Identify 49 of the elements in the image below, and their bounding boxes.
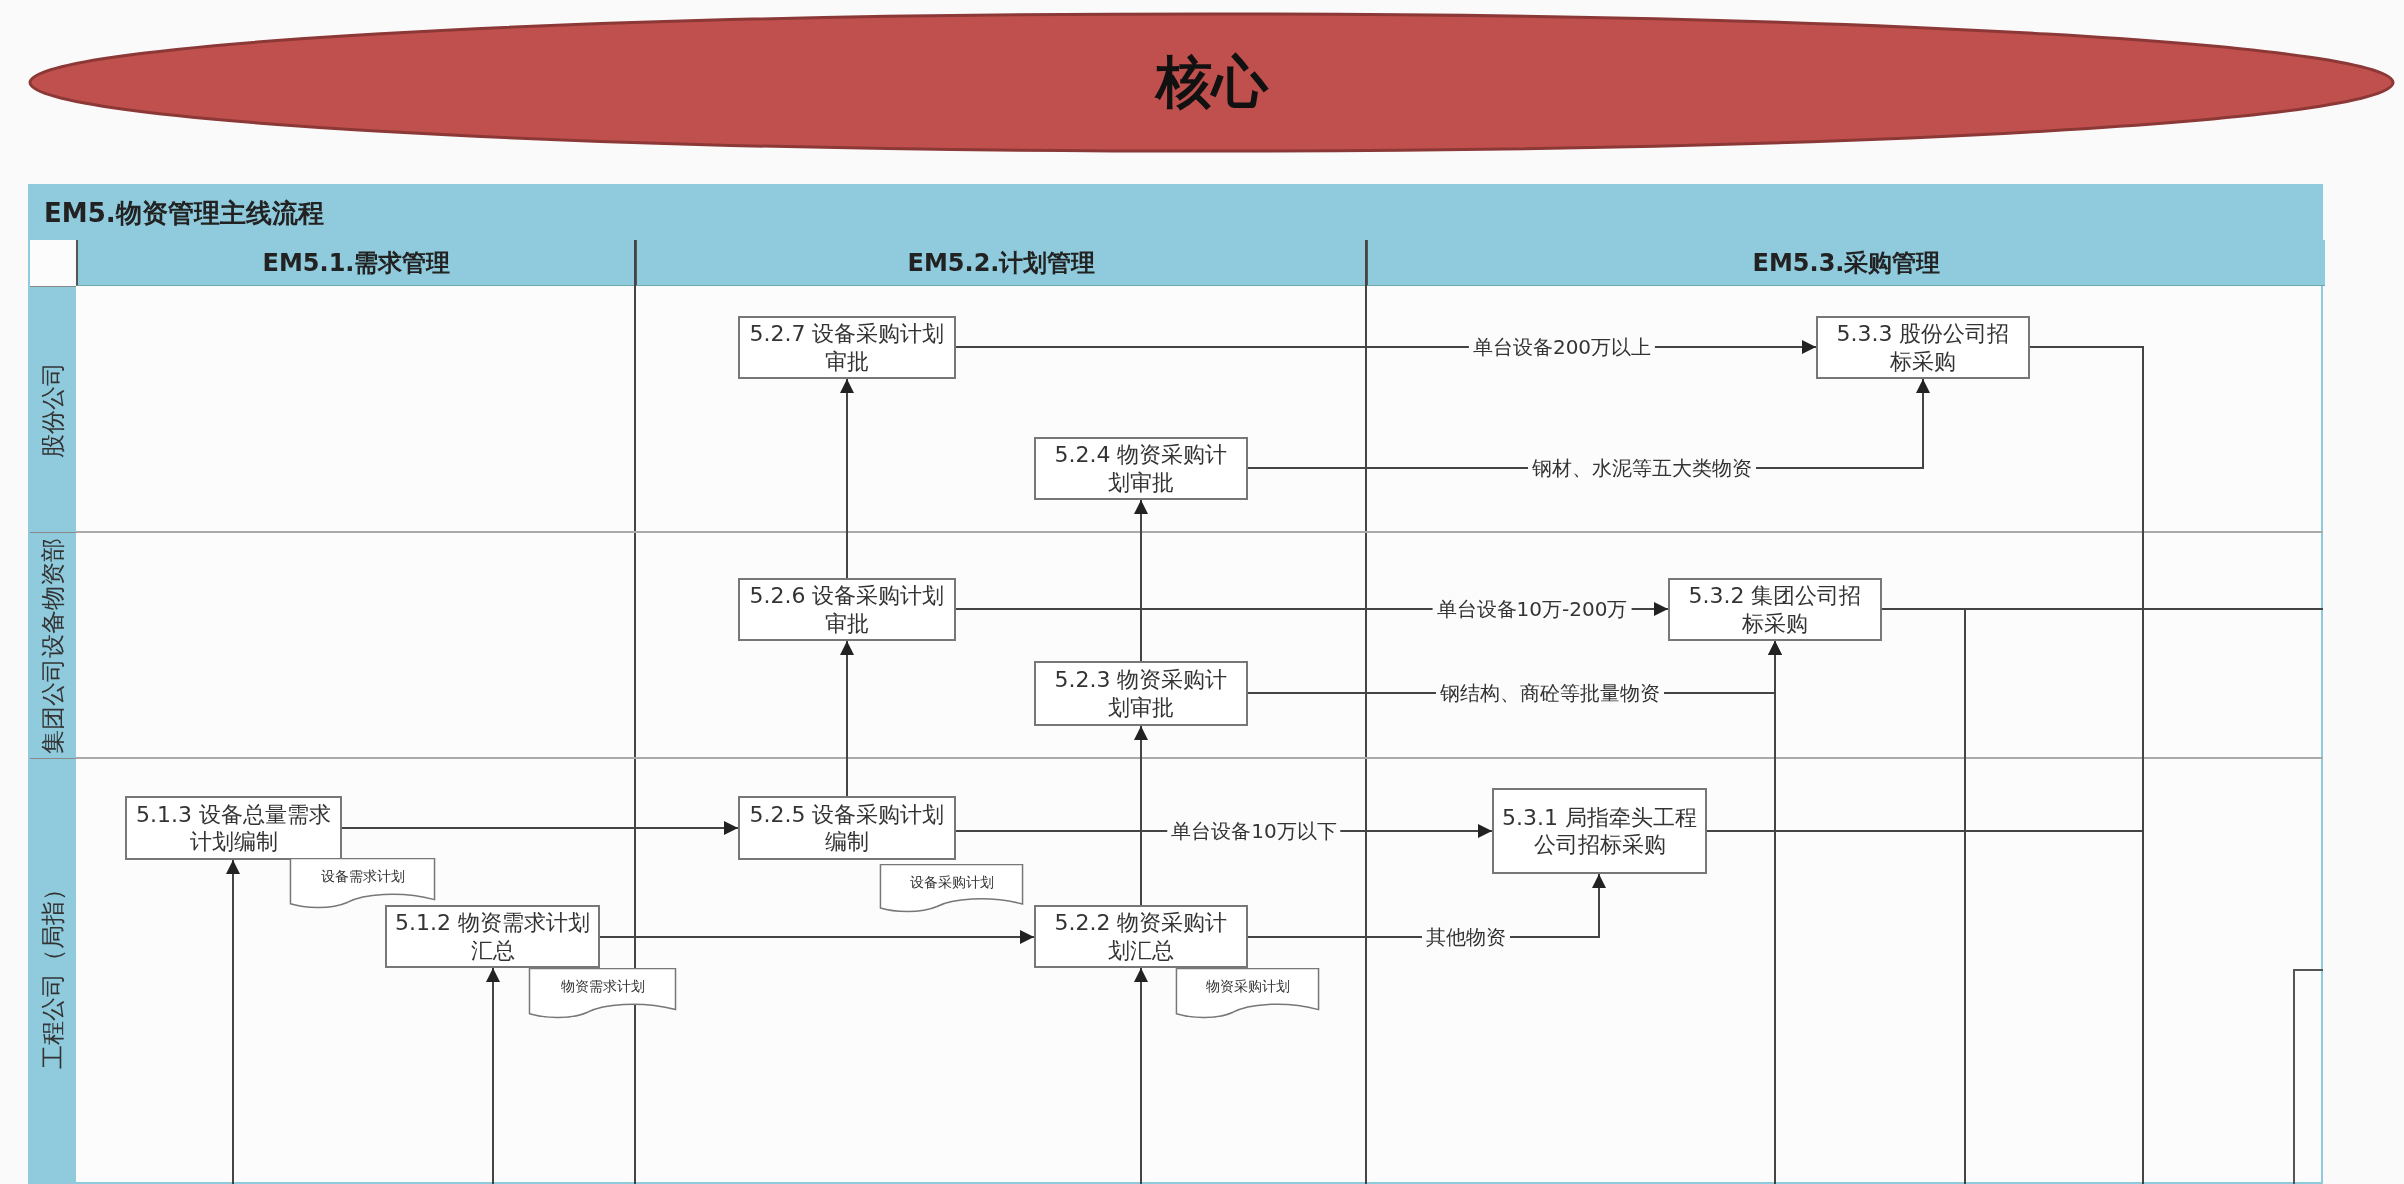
process-box: 5.2.6 设备采购计划审批 xyxy=(738,578,956,641)
lane-title: 股份公司 xyxy=(38,361,68,458)
connector-line xyxy=(1706,830,2144,832)
arrow xyxy=(1768,640,1782,1184)
connector-line xyxy=(2029,346,2144,1184)
arrow xyxy=(599,930,1035,944)
lane-header xyxy=(30,286,76,532)
arrow xyxy=(1134,967,1148,1184)
process-box: 5.2.3 物资采购计划审批 xyxy=(1034,661,1248,726)
arrow xyxy=(1247,378,1930,469)
process-box: 5.2.7 设备采购计划审批 xyxy=(738,316,956,379)
arrow xyxy=(226,859,240,1184)
lane-title: 工程公司（局指） xyxy=(38,876,68,1069)
banner-ellipse xyxy=(28,12,2395,153)
column-header: EM5.1.需求管理 xyxy=(76,240,635,286)
document-label: 设备需求计划 xyxy=(320,868,405,886)
document-shape xyxy=(1175,968,1320,1020)
lane-header xyxy=(30,532,76,758)
document-shape xyxy=(528,968,677,1020)
arrow xyxy=(955,340,1817,354)
arrow xyxy=(955,824,1493,838)
document-label: 物资采购计划 xyxy=(1205,978,1290,996)
arrow xyxy=(486,967,500,1184)
document-shape xyxy=(879,864,1024,914)
arrow xyxy=(341,821,739,835)
lane-header xyxy=(30,758,76,1184)
process-box: 5.2.4 物资采购计划审批 xyxy=(1034,437,1248,500)
process-box: 5.1.3 设备总量需求计划编制 xyxy=(125,796,342,860)
banner-title: 核心 xyxy=(1155,47,1268,116)
arrow xyxy=(840,640,854,797)
document-label: 物资需求计划 xyxy=(560,978,645,996)
document-shape xyxy=(289,858,436,910)
pool-title: EM5.物资管理主线流程 xyxy=(44,197,324,230)
lane-title: 集团公司设备物资部 xyxy=(38,537,68,754)
column-header: EM5.2.计划管理 xyxy=(635,240,1366,286)
process-box: 5.2.2 物资采购计划汇总 xyxy=(1034,905,1248,968)
document-label: 设备采购计划 xyxy=(909,874,994,892)
arrow xyxy=(955,602,1669,616)
arrow xyxy=(1247,873,1606,938)
process-box: 5.1.2 物资需求计划汇总 xyxy=(385,905,600,968)
process-box: 5.3.3 股份公司招标采购 xyxy=(1816,316,2030,379)
arrow xyxy=(840,378,854,579)
arrow xyxy=(1134,725,1148,906)
swimlane-pool xyxy=(28,184,2323,1184)
process-box: 5.3.2 集团公司招标采购 xyxy=(1668,578,1882,641)
process-box: 5.2.5 设备采购计划编制 xyxy=(738,796,956,860)
arrow xyxy=(1134,499,1148,662)
process-box: 5.3.1 局指牵头工程公司招标采购 xyxy=(1492,788,1707,874)
column-header: EM5.3.采购管理 xyxy=(1366,240,2325,286)
